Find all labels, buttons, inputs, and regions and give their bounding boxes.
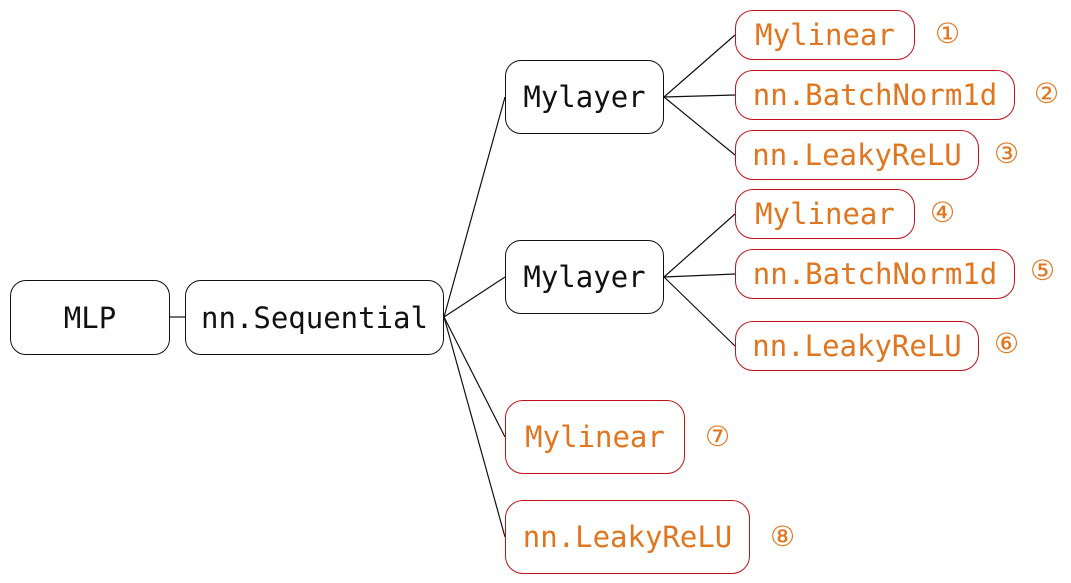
index-marker-3: ③ <box>994 137 1020 170</box>
index-marker-4: ④ <box>930 196 956 229</box>
index-marker-5: ⑤ <box>1030 254 1056 287</box>
index-marker-7: ⑦ <box>705 420 731 453</box>
index-marker-1: ① <box>935 17 961 50</box>
mylayer-node-2: Mylayer <box>505 240 664 314</box>
mylayer-node-1: Mylayer <box>505 60 664 134</box>
index-marker-6: ⑥ <box>994 327 1020 360</box>
index-marker-8: ⑧ <box>770 520 796 553</box>
leaf-mylinear-3: Mylinear <box>505 400 685 474</box>
leaf-leakyrelu-3: nn.LeakyReLU <box>505 500 750 574</box>
sequential-node: nn.Sequential <box>185 280 444 355</box>
leaf-leakyrelu-2: nn.LeakyReLU <box>735 321 979 371</box>
mlp-node: MLP <box>10 280 170 355</box>
leaf-batchnorm-1: nn.BatchNorm1d <box>735 70 1015 120</box>
leaf-mylinear-1: Mylinear <box>735 10 915 60</box>
index-marker-2: ② <box>1034 77 1060 110</box>
leaf-batchnorm-2: nn.BatchNorm1d <box>735 249 1015 299</box>
leaf-leakyrelu-1: nn.LeakyReLU <box>735 130 979 180</box>
leaf-mylinear-2: Mylinear <box>735 189 915 239</box>
